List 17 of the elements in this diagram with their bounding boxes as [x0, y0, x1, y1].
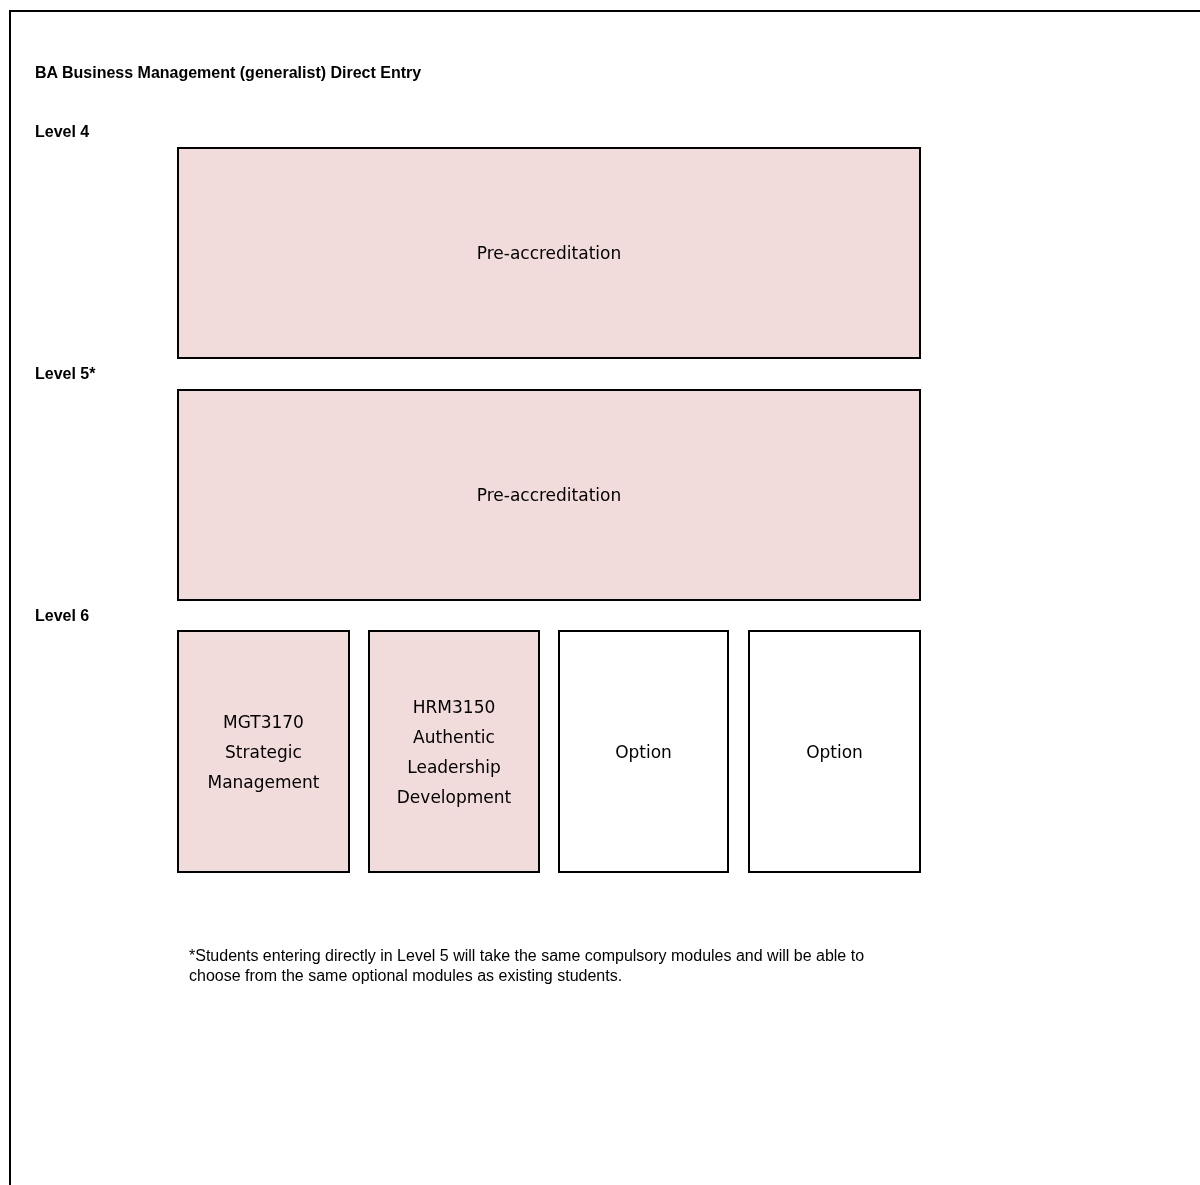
level-heading: Level 6 [35, 607, 90, 625]
footnote: *Students entering directly in Level 5 will take the same compulsory modules and will be able to choose from the same optional modules as existing students. [189, 946, 866, 986]
module-label: MGT3170 Strategic Management [206, 710, 321, 794]
module-box [177, 147, 921, 359]
module-box [368, 630, 540, 873]
module-box [177, 389, 921, 601]
level-heading: Level 5* [35, 365, 96, 383]
level-heading: Level 4 [35, 123, 90, 141]
module-label: HRM3150 Authentic Leadership Development [395, 695, 513, 809]
module-box [558, 630, 729, 873]
diagram-title: BA Business Management (generalist) Direct Entry [35, 64, 422, 82]
module-box [177, 630, 350, 873]
module-label: Option [615, 740, 672, 764]
module-label: Pre-accreditation [476, 484, 622, 507]
module-label: Option [806, 740, 863, 764]
module-label: Pre-accreditation [476, 242, 622, 265]
module-box [748, 630, 921, 873]
